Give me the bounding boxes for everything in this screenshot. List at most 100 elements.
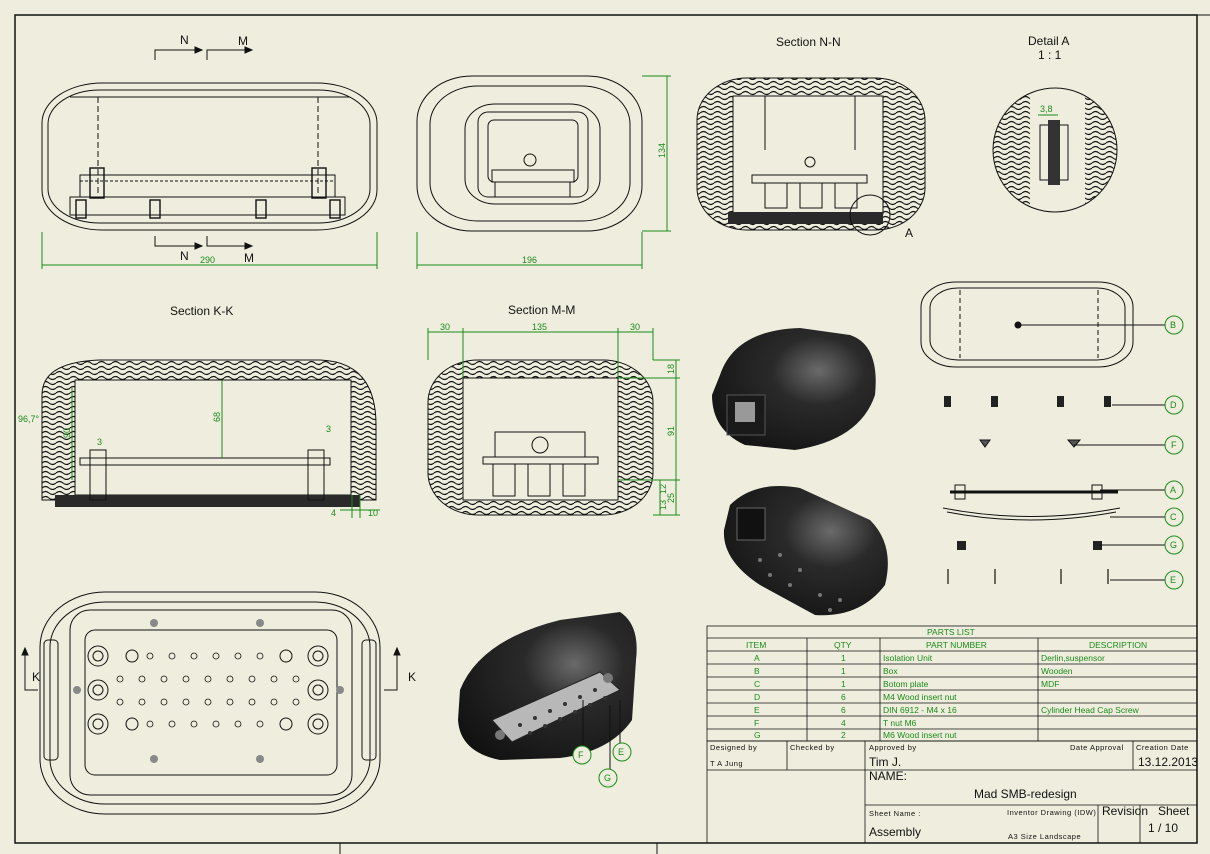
balloon-b: B xyxy=(1170,320,1176,330)
dim-4: 4 xyxy=(331,508,336,518)
iso-render-open xyxy=(458,612,637,760)
dim-m13: 13 xyxy=(658,500,668,510)
label-sheet-name: Sheet Name : xyxy=(869,809,921,818)
dim-3a: 3 xyxy=(97,437,102,447)
label-section-mm: Section M-M xyxy=(508,303,575,317)
drawing-name: Mad SMB-redesign xyxy=(974,787,1077,801)
callout-circle-g xyxy=(598,768,618,788)
svg-text:1: 1 xyxy=(841,679,846,689)
svg-text:M4 Wood insert nut: M4 Wood insert nut xyxy=(883,692,957,702)
svg-text:B: B xyxy=(754,666,760,676)
callout-g: G xyxy=(604,773,611,783)
callout-circle-e xyxy=(612,742,632,762)
cut-label-n-bottom: N xyxy=(180,249,189,263)
svg-text:6: 6 xyxy=(841,692,846,702)
svg-text:T nut M6: T nut M6 xyxy=(883,718,917,728)
sheet-name: Assembly xyxy=(869,825,921,839)
svg-text:C: C xyxy=(754,679,760,689)
table-row: G 2 M6 Wood insert nut xyxy=(754,730,957,740)
approver-name: Tim J. xyxy=(869,755,901,769)
callout-e: E xyxy=(618,747,624,757)
label-checked-by: Checked by xyxy=(790,743,835,752)
dim-290: 290 xyxy=(200,255,215,265)
cut-label-m-top: M xyxy=(238,34,248,48)
svg-text:4: 4 xyxy=(841,718,846,728)
dim-3-8: 3,8 xyxy=(1040,104,1053,114)
svg-text:Derlin,suspensor: Derlin,suspensor xyxy=(1041,653,1105,663)
balloon-g: G xyxy=(1170,540,1177,550)
dim-lines-kk xyxy=(71,380,380,518)
table-row: F 4 T nut M6 xyxy=(754,718,917,728)
balloon-f: F xyxy=(1171,440,1177,450)
cut-marker-nm-top xyxy=(154,46,254,250)
detail-a-view xyxy=(992,87,1118,213)
label-creation-date: Creation Date xyxy=(1136,743,1189,752)
table-row: B 1 Box Wooden xyxy=(754,666,1073,676)
iso-leader-lines xyxy=(582,700,621,770)
dim-angle: 96,7° xyxy=(18,414,40,424)
label-designed-by: Designed by xyxy=(710,743,757,752)
svg-text:1: 1 xyxy=(841,666,846,676)
dim-lines-side xyxy=(416,75,671,269)
section-kk-view xyxy=(41,359,377,507)
label-detail-marker-a: A xyxy=(905,226,913,240)
svg-text:D: D xyxy=(754,692,760,702)
label-section-nn: Section N-N xyxy=(776,35,841,49)
callout-f: F xyxy=(578,750,584,760)
svg-text:Wooden: Wooden xyxy=(1041,666,1073,676)
cut-label-k-right: K xyxy=(408,670,416,684)
callout-circle-f xyxy=(572,745,592,765)
cut-label-m-bottom: M xyxy=(244,251,254,265)
svg-text:1: 1 xyxy=(841,653,846,663)
section-mm-view xyxy=(427,359,654,516)
cut-label-n-top: N xyxy=(180,33,189,47)
dim-m91: 91 xyxy=(666,426,676,436)
svg-text:Isolation Unit: Isolation Unit xyxy=(883,653,933,663)
label-section-kk: Section K-K xyxy=(170,304,233,318)
dim-lines-mm xyxy=(427,328,680,516)
balloon-leaders xyxy=(1018,324,1165,581)
label-sheet: Sheet xyxy=(1158,804,1190,818)
svg-text:2: 2 xyxy=(841,730,846,740)
dim-3b: 3 xyxy=(326,424,331,434)
dim-m30a: 30 xyxy=(440,322,450,332)
label-name: NAME: xyxy=(869,769,907,783)
dim-m25: 25 xyxy=(666,493,676,503)
dim-m30b: 30 xyxy=(630,322,640,332)
dim-68: 68 xyxy=(212,412,222,422)
svg-text:DIN 6912 - M4 x 16: DIN 6912 - M4 x 16 xyxy=(883,705,957,715)
drawing-type: Inventor Drawing (IDW) xyxy=(1007,808,1096,817)
col-header-part-number: PART NUMBER xyxy=(926,640,987,650)
table-row: E 6 DIN 6912 - M4 x 16 Cylinder Head Cap… xyxy=(754,705,1140,715)
parts-list-table xyxy=(706,625,1198,742)
creation-date: 13.12.2013 xyxy=(1138,755,1198,769)
side-view xyxy=(416,75,643,232)
sheet-border xyxy=(14,14,1198,844)
svg-text:MDF: MDF xyxy=(1041,679,1059,689)
section-nn-view xyxy=(696,77,926,236)
dim-m18: 18 xyxy=(666,364,676,374)
exploded-view xyxy=(920,281,1134,584)
svg-text:6: 6 xyxy=(841,705,846,715)
iso-render-bottom xyxy=(723,486,888,616)
svg-text:Botom plate: Botom plate xyxy=(883,679,929,689)
col-header-item: ITEM xyxy=(746,640,766,650)
sheet-size: A3 Size Landscape xyxy=(1008,832,1081,841)
table-row: A 1 Isolation Unit Derlin,suspensor xyxy=(754,653,1105,663)
designer-name: T A Jung xyxy=(710,759,743,768)
svg-text:G: G xyxy=(754,730,761,740)
dim-196: 196 xyxy=(522,255,537,265)
dim-90: 90 xyxy=(62,428,72,438)
parts-list-title: PARTS LIST xyxy=(927,627,975,637)
label-approved-by: Approved by xyxy=(869,743,917,752)
balloon-c: C xyxy=(1170,512,1177,522)
svg-text:Box: Box xyxy=(883,666,898,676)
dim-m12: 12 xyxy=(658,484,668,494)
balloon-d: D xyxy=(1170,400,1177,410)
svg-text:Cylinder Head Cap Screw: Cylinder Head Cap Screw xyxy=(1041,705,1140,715)
svg-text:F: F xyxy=(754,718,759,728)
iso-render-top xyxy=(712,328,876,450)
label-detail-a: Detail A xyxy=(1028,34,1069,48)
plan-view xyxy=(39,591,381,815)
svg-text:M6 Wood insert nut: M6 Wood insert nut xyxy=(883,730,957,740)
